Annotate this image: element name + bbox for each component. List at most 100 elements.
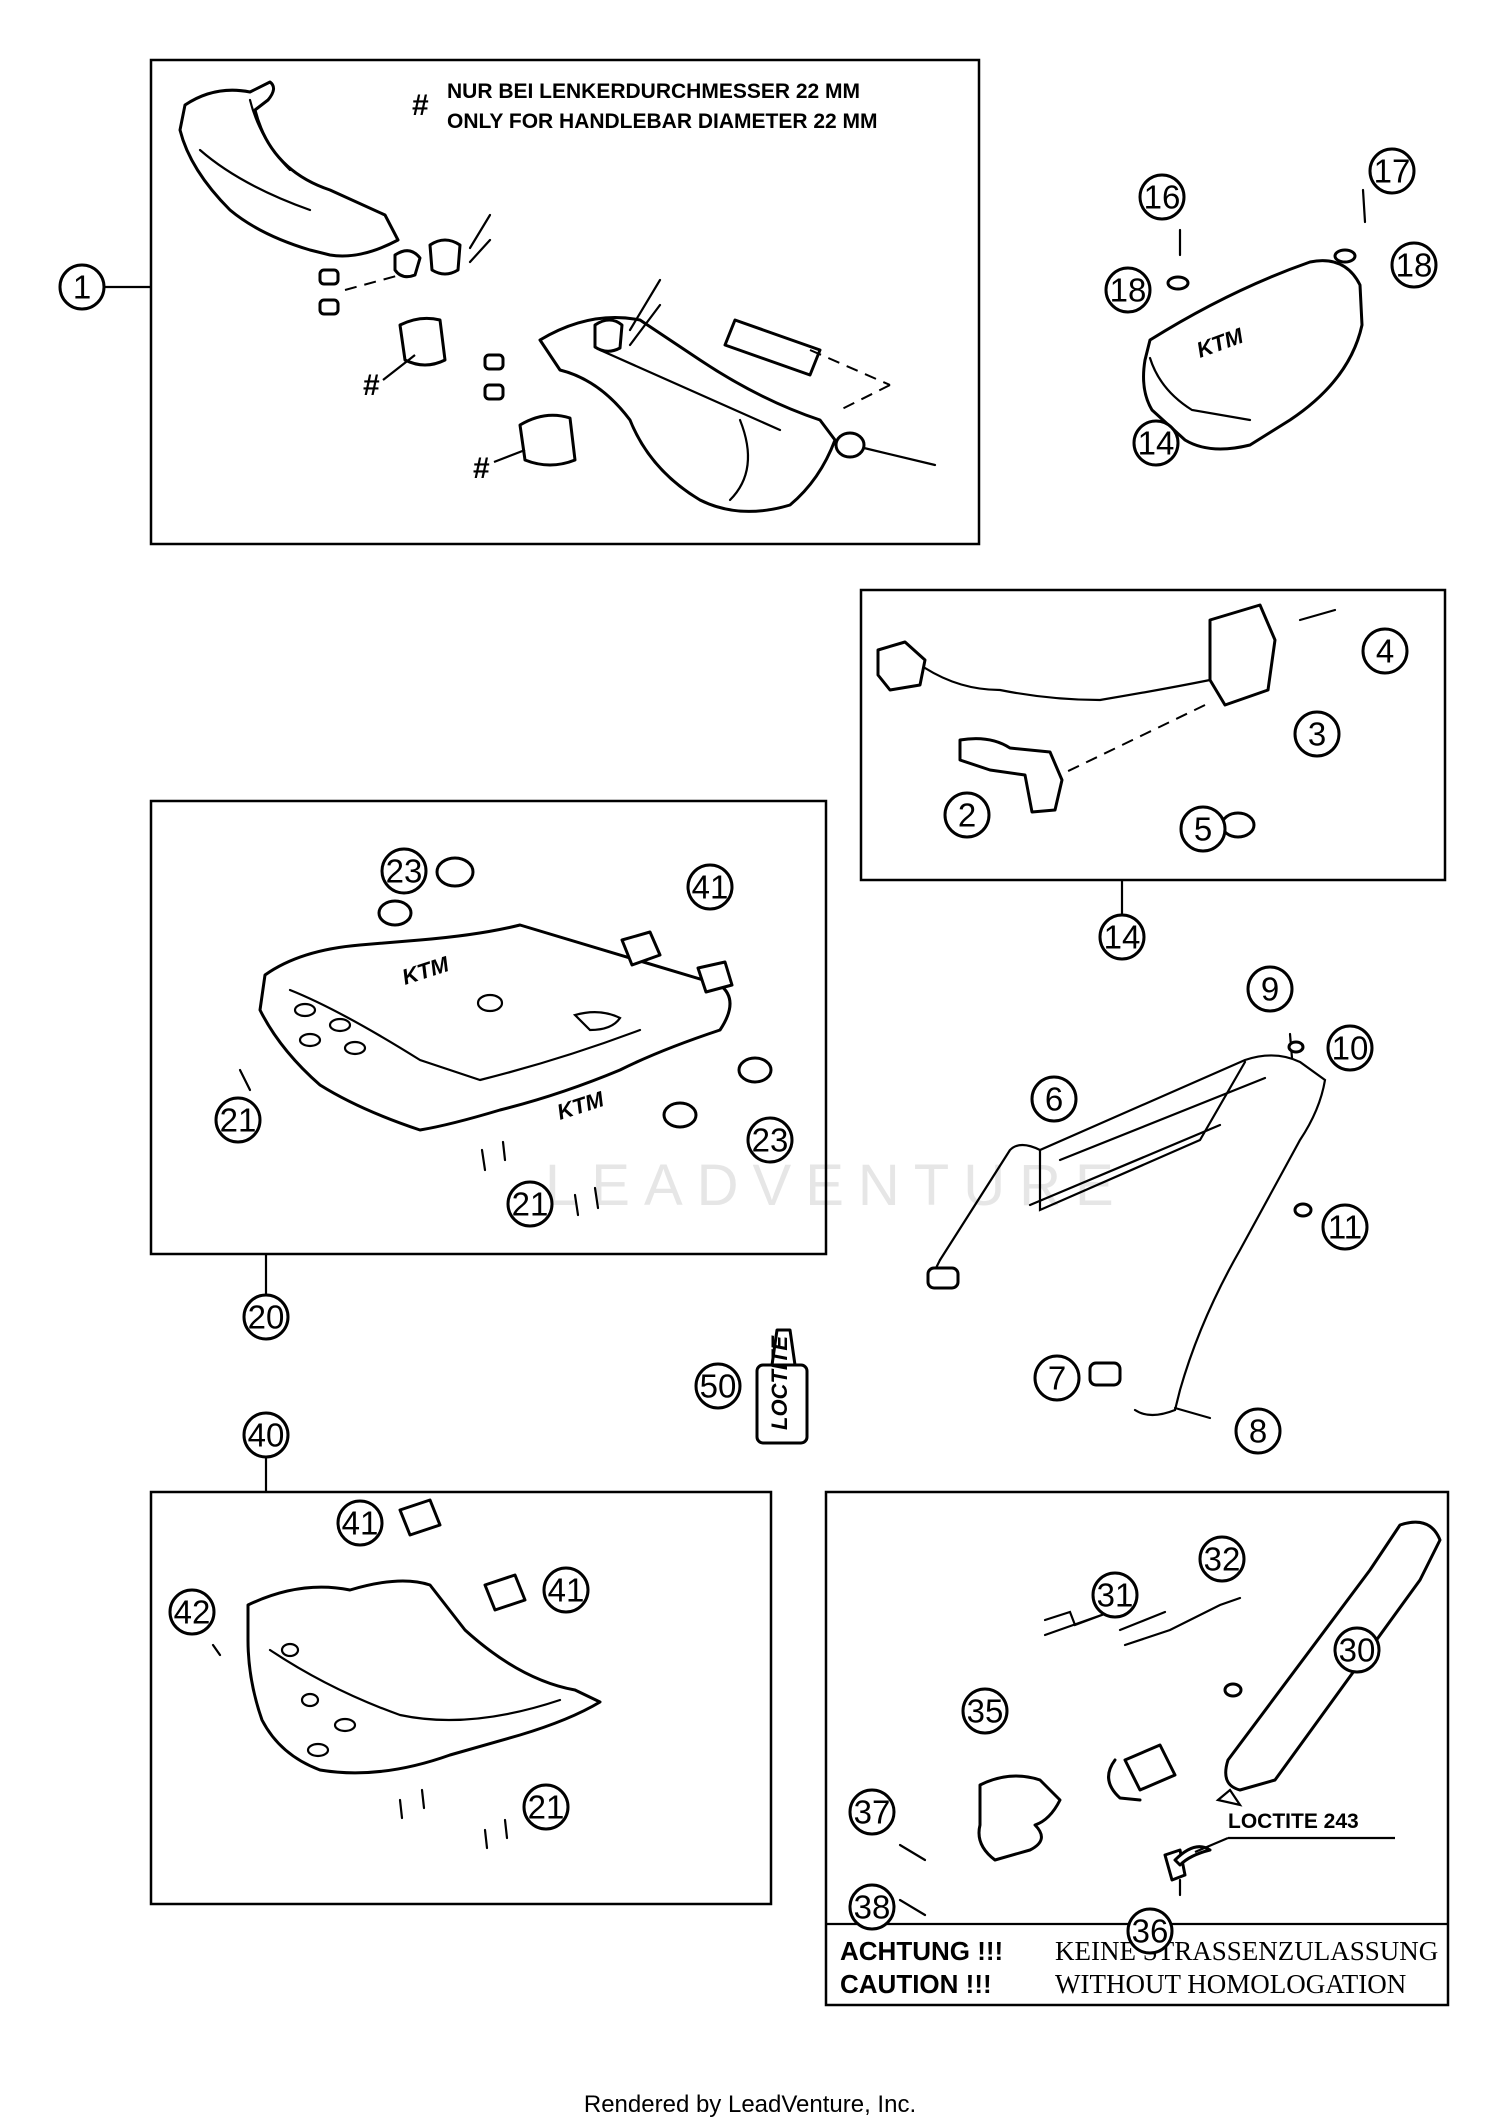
svg-text:8: 8 bbox=[1249, 1413, 1267, 1450]
luggage-rack bbox=[926, 1032, 1327, 1420]
svg-text:5: 5 bbox=[1194, 811, 1212, 848]
skid-plate-panel bbox=[149, 799, 828, 1256]
note-handlebar-en: ONLY FOR HANDLEBAR DIAMETER 22 MM bbox=[447, 110, 878, 133]
svg-text:18: 18 bbox=[1396, 247, 1433, 284]
handguard-left bbox=[178, 80, 400, 258]
callout-6: 6 bbox=[1030, 1075, 1078, 1123]
callout-16: 14 bbox=[1132, 419, 1180, 467]
hash-mark-right: # bbox=[473, 452, 490, 485]
side-stand-panel bbox=[824, 1490, 1450, 2007]
callout-2: 2 bbox=[943, 791, 991, 839]
warning-achtung-text: KEINE STRASSENZULASSUNG bbox=[1055, 1936, 1438, 1966]
hash-leader-left bbox=[382, 354, 416, 381]
svg-text:11: 11 bbox=[1328, 1209, 1362, 1246]
warning-caution-text: WITHOUT HOMOLOGATION bbox=[1055, 1969, 1406, 1999]
callout-23-bottom: 23 bbox=[746, 1116, 794, 1164]
callout-9: 9 bbox=[1246, 965, 1294, 1013]
callout-19-left: 18 bbox=[1104, 266, 1152, 314]
callout-50: 50 bbox=[694, 1362, 742, 1410]
svg-text:21: 21 bbox=[528, 1789, 565, 1826]
svg-text:36: 36 bbox=[1132, 1913, 1169, 1950]
callout-17: 16 bbox=[1138, 173, 1186, 221]
callout-32: 32 bbox=[1198, 1535, 1246, 1583]
svg-text:10: 10 bbox=[1332, 1030, 1369, 1067]
loctite-leader bbox=[1194, 1836, 1229, 1854]
svg-text:6: 6 bbox=[1045, 1081, 1063, 1118]
svg-text:40: 40 bbox=[248, 1417, 285, 1454]
callout-20: 20 bbox=[242, 1293, 290, 1341]
callout-21-skid-bottom: 21 bbox=[506, 1180, 554, 1228]
engine-guard-panel bbox=[149, 1490, 773, 1906]
callout-10: 10 bbox=[1326, 1024, 1374, 1072]
callout-21-guard: 21 bbox=[522, 1783, 570, 1831]
footer-credit: Rendered by LeadVenture, Inc. bbox=[584, 2091, 916, 2118]
svg-text:21: 21 bbox=[220, 1102, 257, 1139]
skid-plate: KTM KTM bbox=[238, 856, 773, 1217]
callout-23-top: 23 bbox=[380, 847, 428, 895]
callout-19-right: 18 bbox=[1390, 241, 1438, 289]
svg-text:23: 23 bbox=[752, 1122, 789, 1159]
callout-41-guard-right: 41 bbox=[542, 1566, 590, 1614]
svg-text:30: 30 bbox=[1339, 1632, 1376, 1669]
callout-41-guard-top: 41 bbox=[336, 1499, 384, 1547]
note-hash-symbol: # bbox=[412, 89, 429, 122]
callout-7: 7 bbox=[1033, 1354, 1081, 1402]
svg-text:42: 42 bbox=[174, 1594, 211, 1631]
light-assembly bbox=[876, 603, 1337, 839]
watermark: LEADVENTURE bbox=[545, 1153, 1128, 1218]
callout-3: 3 bbox=[1293, 710, 1341, 758]
svg-text:7: 7 bbox=[1048, 1360, 1066, 1397]
svg-text:2: 2 bbox=[958, 797, 976, 834]
engine-guard bbox=[211, 1498, 602, 1850]
svg-text:18: 18 bbox=[1110, 272, 1147, 309]
callout-30: 30 bbox=[1333, 1626, 1381, 1674]
svg-text:32: 32 bbox=[1204, 1541, 1241, 1578]
callout-40: 40 bbox=[242, 1411, 290, 1459]
clamp-hardware bbox=[318, 213, 937, 467]
callout-8: 8 bbox=[1234, 1407, 1282, 1455]
warning-caution: CAUTION !!! bbox=[840, 1969, 992, 1999]
hash-leader-right bbox=[493, 448, 526, 464]
svg-text:21: 21 bbox=[512, 1186, 549, 1223]
tube-label: LOCTITE bbox=[767, 1335, 792, 1430]
svg-text:23: 23 bbox=[386, 853, 423, 890]
callout-18: 17 bbox=[1368, 147, 1416, 195]
callout-31: 31 bbox=[1091, 1571, 1139, 1619]
light-panel bbox=[859, 588, 1447, 882]
warning-achtung: ACHTUNG !!! bbox=[840, 1936, 1003, 1966]
svg-text:20: 20 bbox=[248, 1299, 285, 1336]
callout-37: 37 bbox=[848, 1788, 896, 1836]
svg-text:41: 41 bbox=[692, 869, 729, 906]
svg-text:14: 14 bbox=[1104, 919, 1141, 956]
svg-text:1: 1 bbox=[73, 269, 91, 306]
callout-21-skid-left: 21 bbox=[214, 1096, 262, 1144]
handlebar-section bbox=[723, 318, 891, 411]
svg-text:16: 16 bbox=[1144, 179, 1181, 216]
loctite-243-label: LOCTITE 243 bbox=[1228, 1810, 1359, 1833]
svg-text:4: 4 bbox=[1376, 633, 1394, 670]
side-stand bbox=[898, 1520, 1442, 1917]
handguard-panel bbox=[149, 58, 981, 546]
svg-text:9: 9 bbox=[1261, 971, 1279, 1008]
svg-text:3: 3 bbox=[1308, 716, 1326, 753]
svg-text:41: 41 bbox=[548, 1572, 585, 1609]
callout-14: 14 bbox=[1098, 913, 1146, 961]
callout-4: 4 bbox=[1361, 627, 1409, 675]
callout-1: 1 bbox=[58, 263, 106, 311]
callout-38: 38 bbox=[848, 1883, 896, 1931]
svg-text:14: 14 bbox=[1138, 425, 1175, 462]
svg-text:41: 41 bbox=[342, 1505, 379, 1542]
svg-text:17: 17 bbox=[1374, 153, 1411, 190]
hash-mark-left: # bbox=[363, 369, 380, 402]
handguard-right bbox=[538, 316, 837, 513]
callout-35: 35 bbox=[961, 1687, 1009, 1735]
callout-41-skid: 41 bbox=[686, 863, 734, 911]
svg-text:35: 35 bbox=[967, 1693, 1004, 1730]
seat-cover: KTM bbox=[1142, 188, 1367, 451]
svg-text:31: 31 bbox=[1097, 1577, 1134, 1614]
svg-text:37: 37 bbox=[854, 1794, 891, 1831]
svg-text:38: 38 bbox=[854, 1889, 891, 1926]
callout-42: 42 bbox=[168, 1588, 216, 1636]
note-handlebar-de: NUR BEI LENKERDURCHMESSER 22 MM bbox=[447, 80, 860, 103]
